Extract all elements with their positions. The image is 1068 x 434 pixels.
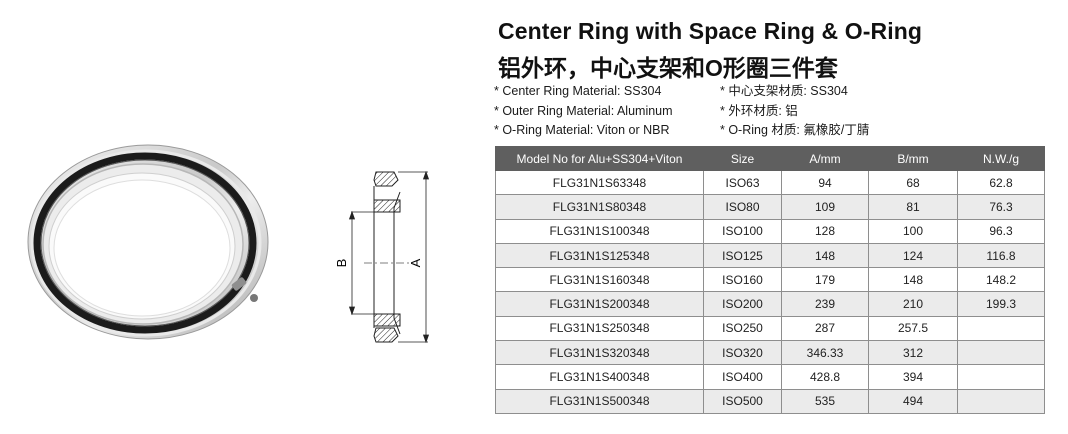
cell-model: FLG31N1S250348	[495, 315, 704, 342]
center-ring	[42, 163, 244, 325]
cell-model: FLG31N1S80348	[495, 194, 704, 220]
cell-model: FLG31N1S160348	[495, 267, 704, 293]
spec-cn-outer-ring: * 外环材质: 铝	[720, 103, 798, 118]
cell-b: 394	[868, 364, 958, 390]
cell-size: ISO160	[703, 267, 782, 293]
cell-weight	[957, 340, 1045, 366]
model-table: Model No for Alu+SS304+Viton Size A/mm B…	[495, 146, 1045, 414]
cell-a: 239	[781, 291, 869, 317]
cell-weight	[957, 315, 1045, 342]
cell-size: ISO320	[703, 340, 782, 366]
cell-size: ISO250	[703, 315, 782, 342]
ring-screw	[231, 277, 258, 302]
spec-center-ring-material: * Center Ring Material: SS304	[494, 84, 662, 98]
cell-b: 100	[868, 218, 958, 244]
specs-chinese: * 中心支架材质: SS304 * 外环材质: 铝 * O-Ring 材质: 氟…	[720, 82, 869, 141]
spec-cn-center-ring: * 中心支架材质: SS304	[720, 84, 848, 98]
header-size: Size	[703, 146, 782, 171]
spec-cn-o-ring: * O-Ring 材质: 氟橡胶/丁腈	[720, 123, 870, 137]
dimension-a	[398, 170, 430, 344]
cell-a: 346.33	[781, 340, 869, 366]
cell-model: FLG31N1S400348	[495, 364, 704, 390]
cell-a: 94	[781, 169, 869, 196]
cell-a: 535	[781, 388, 869, 414]
cell-b: 68	[868, 169, 958, 196]
cell-a: 148	[781, 242, 869, 269]
header-b-mm: B/mm	[868, 146, 958, 171]
cell-weight	[957, 388, 1045, 414]
o-ring-section-bottom	[373, 327, 399, 343]
cell-b: 312	[868, 340, 958, 366]
spec-outer-ring-material: * Outer Ring Material: Aluminum	[494, 103, 673, 118]
cell-size: ISO200	[703, 291, 782, 317]
dimension-a-label: A	[408, 258, 423, 267]
cross-section-drawing: B A	[334, 170, 430, 344]
cell-b: 494	[868, 388, 958, 414]
title-english: Center Ring with Space Ring & O-Ring	[498, 18, 923, 44]
table-header-row: Model No for Alu+SS304+Viton Size A/mm B…	[495, 146, 1045, 171]
cell-size: ISO100	[703, 218, 782, 244]
cell-b: 257.5	[868, 315, 958, 342]
o-ring-section-top	[373, 171, 399, 187]
cell-model: FLG31N1S320348	[495, 340, 704, 366]
cell-weight: 62.8	[957, 169, 1045, 196]
o-ring	[33, 152, 257, 334]
title-chinese: 铝外环，中心支架和O形圈三件套	[498, 55, 838, 81]
specs-english: * Center Ring Material: SS304 * Outer Ri…	[494, 82, 673, 141]
cell-weight: 148.2	[957, 267, 1045, 293]
cell-a: 128	[781, 218, 869, 244]
cell-a: 428.8	[781, 364, 869, 390]
cell-a: 179	[781, 267, 869, 293]
cell-size: ISO80	[703, 194, 782, 220]
header-net-weight: N.W./g	[957, 146, 1045, 171]
cell-size: ISO63	[703, 169, 782, 196]
cell-model: FLG31N1S500348	[495, 388, 704, 414]
cell-weight: 76.3	[957, 194, 1045, 220]
cell-model: FLG31N1S200348	[495, 291, 704, 317]
dimension-b	[348, 210, 374, 316]
cell-weight	[957, 364, 1045, 390]
cell-b: 81	[868, 194, 958, 220]
spec-o-ring-material: * O-Ring Material: Viton or NBR	[494, 123, 670, 137]
cell-b: 124	[868, 242, 958, 269]
cell-size: ISO125	[703, 242, 782, 269]
cell-weight: 199.3	[957, 291, 1045, 317]
cell-a: 109	[781, 194, 869, 220]
header-model-no: Model No for Alu+SS304+Viton	[495, 146, 704, 171]
cell-weight: 116.8	[957, 242, 1045, 269]
header-a-mm: A/mm	[781, 146, 869, 171]
dimension-b-label: B	[334, 259, 349, 268]
cell-size: ISO500	[703, 388, 782, 414]
cell-size: ISO400	[703, 364, 782, 390]
cell-model: FLG31N1S100348	[495, 218, 704, 244]
section-outline	[373, 186, 401, 335]
cell-a: 287	[781, 315, 869, 342]
cell-weight: 96.3	[957, 218, 1045, 244]
cell-model: FLG31N1S63348	[495, 169, 704, 196]
cell-b: 148	[868, 267, 958, 293]
cell-model: FLG31N1S125348	[495, 242, 704, 269]
product-photo	[27, 144, 269, 340]
cell-b: 210	[868, 291, 958, 317]
